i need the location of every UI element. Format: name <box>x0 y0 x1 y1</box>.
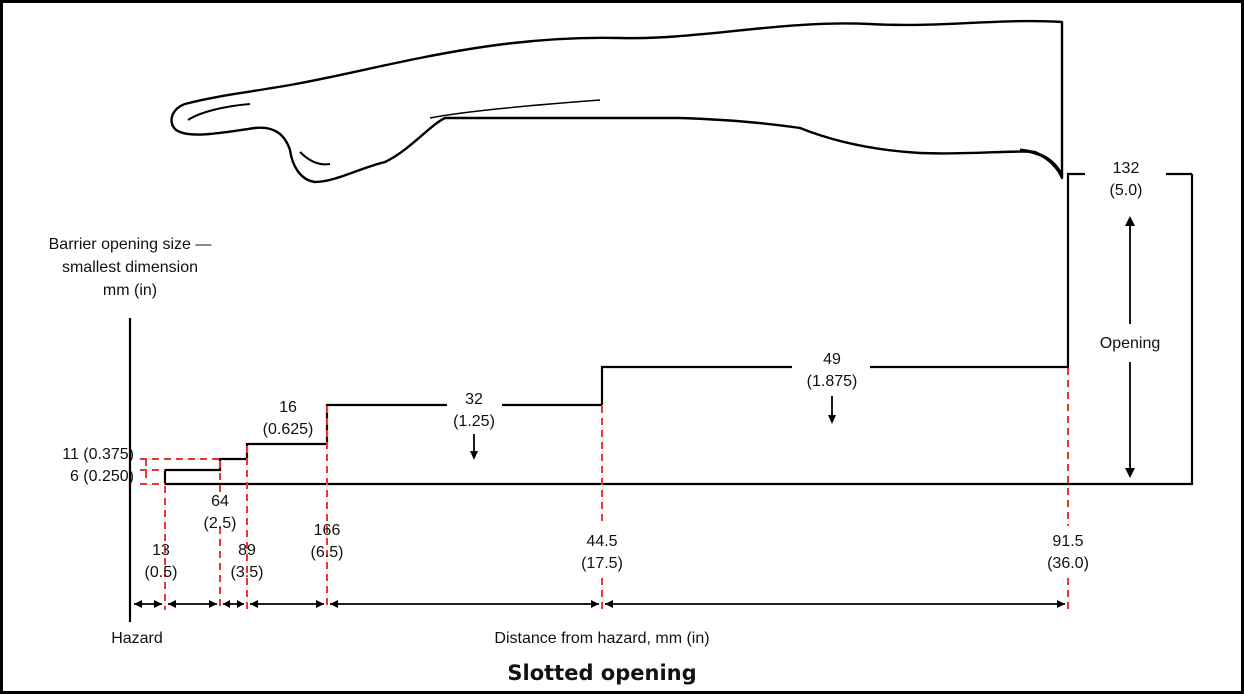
distance-label-64-in: (2.5) <box>204 515 237 532</box>
arrowheads-hazard-13 <box>134 600 162 608</box>
finger-crease-1 <box>187 103 251 121</box>
opening-label-132-in: (5.0) <box>1110 182 1143 199</box>
y-axis-label-line3: mm (in) <box>103 282 157 299</box>
opening-arrowhead-top <box>1125 216 1135 226</box>
opening-label-16-mm: 16 <box>279 399 297 416</box>
distance-label-13-mm: 13 <box>152 542 170 559</box>
distance-label-445-mm: 44.5 <box>586 533 617 550</box>
hand-icon <box>170 19 1064 184</box>
down-arrow-32-head <box>470 451 478 460</box>
distance-label-445-in: (17.5) <box>581 555 623 572</box>
arrowheads-89-166 <box>250 600 324 608</box>
profile-segment-49a <box>600 365 792 405</box>
opening-label-132-mm: 132 <box>1113 160 1140 177</box>
distance-label-64-mm: 64 <box>211 493 229 510</box>
distance-label-166-mm: 166 <box>314 522 341 539</box>
arrowheads-64-89 <box>223 600 244 608</box>
opening-label-32-mm: 32 <box>465 391 483 408</box>
opening-label-16-in: (0.625) <box>263 421 314 438</box>
hazard-label: Hazard <box>111 630 163 647</box>
hand-knuckle-line <box>429 99 601 119</box>
hand-illustration <box>170 19 1064 184</box>
left-label-11mm: 11 (0.375) <box>62 446 134 463</box>
profile-segment-49b <box>870 172 1085 369</box>
left-label-6mm: 6 (0.250) <box>70 468 134 485</box>
distance-arrows <box>134 600 1065 608</box>
y-axis-label-line2: smallest dimension <box>62 259 198 276</box>
opening-label-49-in: (1.875) <box>807 373 858 390</box>
finger-crease-2 <box>299 151 331 166</box>
distance-label-89-mm: 89 <box>238 542 256 559</box>
down-arrow-49-head <box>828 415 836 424</box>
wrist-shadow <box>1019 148 1064 177</box>
opening-label-49-mm: 49 <box>823 351 841 368</box>
distance-label-89-in: (3.5) <box>231 564 264 581</box>
opening-label: Opening <box>1100 335 1161 352</box>
distance-label-166-in: (6.5) <box>311 544 344 561</box>
diagram-title: Slotted opening <box>507 661 696 685</box>
x-axis-label: Distance from hazard, mm (in) <box>494 630 709 647</box>
opening-arrowhead-bottom <box>1125 468 1135 478</box>
opening-label-32-in: (1.25) <box>453 413 495 430</box>
opening-profile-line <box>163 403 447 484</box>
distance-label-915-mm: 91.5 <box>1052 533 1083 550</box>
y-axis-label-line1: Barrier opening size — <box>49 236 212 253</box>
distance-label-13-in: (0.5) <box>145 564 178 581</box>
distance-label-915-in: (36.0) <box>1047 555 1089 572</box>
